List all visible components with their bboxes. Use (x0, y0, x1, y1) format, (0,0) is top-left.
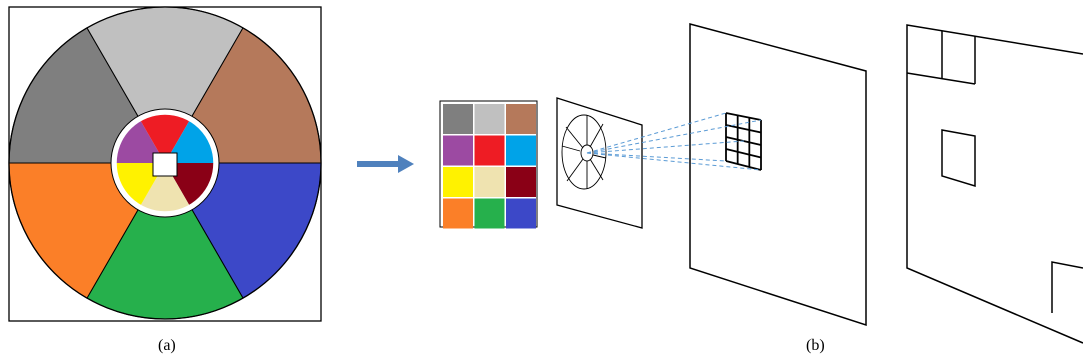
plane-wheel-spoke (589, 158, 604, 181)
color-grid-cell (443, 135, 473, 166)
feature-plane-2 (906, 24, 1083, 344)
panel-b (439, 23, 1083, 344)
projection-line (586, 152, 727, 162)
arrow-head (398, 155, 414, 173)
plane-2-middle-window (941, 129, 976, 188)
color-grid-cell (474, 104, 505, 134)
plane-2-top-left-window-bottom (906, 72, 976, 85)
color-grid-cell (506, 167, 536, 197)
inner-ring-outline (115, 113, 215, 213)
inner-segment-bottom (140, 163, 190, 213)
color-grid (443, 104, 536, 229)
projection-line (586, 112, 727, 154)
wheel-center-square (152, 152, 178, 177)
projection-line (586, 140, 745, 154)
color-grid-cell (474, 167, 505, 197)
plane-wheel-spokes (561, 115, 607, 189)
small-grid-row-line (725, 148, 762, 159)
plane-wheel-outer (561, 114, 607, 190)
wheel-plane (556, 97, 643, 229)
caption-b: (b) (806, 337, 825, 354)
caption-a: (a) (158, 337, 176, 354)
inner-segment-top (140, 113, 190, 163)
small-grid-row-line (725, 112, 762, 121)
feature-plane-1 (689, 23, 867, 327)
arrow-shaft (357, 161, 399, 167)
small-grid-row-line (725, 160, 762, 171)
plane-wheel-spoke (565, 126, 584, 149)
panel-a (8, 6, 322, 322)
color-grid-cell (506, 104, 536, 134)
feature-plane-2-outline (906, 24, 1083, 344)
plane-2-bottom-right-window (1051, 261, 1083, 313)
color-grid-cell (506, 135, 536, 166)
plane-wheel-spoke (592, 154, 607, 159)
plane-wheel-spoke (561, 145, 581, 152)
color-grid-cell (474, 198, 505, 229)
projection-line (586, 152, 762, 171)
arrow (357, 155, 414, 173)
plane-wheel-spoke (566, 158, 584, 182)
color-grid-cell (443, 104, 473, 134)
plane-wheel (561, 114, 607, 190)
small-grid-row-line (725, 124, 762, 134)
projection-line (586, 119, 762, 154)
wheel-plane-outline (556, 97, 643, 229)
color-grid-cell (443, 198, 473, 229)
outer-ring-outline (8, 6, 322, 320)
projection-lines (586, 112, 762, 171)
color-grid-cell (443, 167, 473, 197)
color-grid-cell (506, 198, 536, 229)
plane-wheel-spoke (589, 123, 604, 148)
color-grid-cell (474, 135, 505, 166)
